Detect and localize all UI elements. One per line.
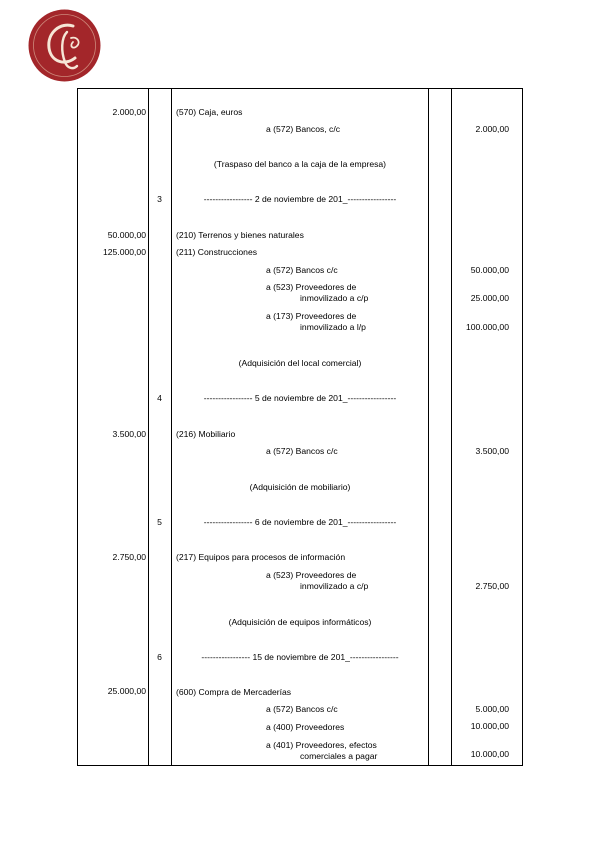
company-logo — [28, 9, 101, 82]
credit-account: a (572) Bancos c/c — [266, 446, 338, 456]
entry-description: (Traspaso del banco a la caja de la empr… — [213, 159, 387, 169]
journal-table: 2.000,00 (570) Caja, euros a (572) Banco… — [77, 88, 523, 766]
credit-account: a (523) Proveedores de — [266, 570, 357, 580]
credit-account-line2: inmovilizado a c/p — [300, 293, 369, 303]
entry-number: 5 — [157, 517, 162, 527]
debit-account: (570) Caja, euros — [176, 107, 243, 117]
column-divider — [171, 89, 172, 765]
credit-account-line2: inmovilizado a l/p — [300, 322, 366, 332]
debit-amount: 2.750,00 — [112, 552, 146, 562]
column-divider — [428, 89, 429, 765]
debit-amount: 25.000,00 — [107, 686, 146, 696]
entry-date-header: ----------------- 5 de noviembre de 201_… — [203, 393, 397, 403]
credit-amount: 10.000,00 — [470, 721, 509, 731]
credit-amount: 2.000,00 — [475, 124, 509, 134]
credit-amount: 10.000,00 — [470, 749, 509, 759]
credit-amount: 5.000,00 — [475, 704, 509, 714]
debit-account: (216) Mobiliario — [176, 429, 236, 439]
debit-amount: 50.000,00 — [107, 230, 146, 240]
credit-account-line2: comerciales a pagar — [300, 751, 378, 761]
debit-amount: 125.000,00 — [102, 247, 146, 257]
credit-amount: 3.500,00 — [475, 446, 509, 456]
credit-account: a (401) Proveedores, efectos — [266, 740, 377, 750]
debit-amount: 2.000,00 — [112, 107, 146, 117]
credit-account: a (400) Proveedores — [266, 722, 345, 732]
credit-amount: 2.750,00 — [475, 581, 509, 591]
debit-account: (600) Compra de Mercaderías — [176, 687, 292, 697]
credit-account: a (572) Bancos c/c — [266, 704, 338, 714]
entry-date-header: ----------------- 2 de noviembre de 201_… — [203, 194, 397, 204]
credit-account: a (173) Proveedores de — [266, 311, 357, 321]
entry-description: (Adquisición de equipos informáticos) — [228, 617, 372, 627]
debit-amount: 3.500,00 — [112, 429, 146, 439]
debit-account: (217) Equipos para procesos de informaci… — [176, 552, 346, 562]
entry-number: 6 — [157, 652, 162, 662]
credit-account: a (523) Proveedores de — [266, 282, 357, 292]
credit-amount: 50.000,00 — [470, 265, 509, 275]
debit-account: (210) Terrenos y bienes naturales — [176, 230, 304, 240]
entry-date-header: ----------------- 15 de noviembre de 201… — [201, 652, 399, 662]
entry-description: (Adquisición de mobiliario) — [249, 482, 351, 492]
debit-account: (211) Construcciones — [176, 247, 258, 257]
credit-amount: 25.000,00 — [470, 293, 509, 303]
credit-account: a (572) Bancos, c/c — [266, 124, 341, 134]
entry-number: 3 — [157, 194, 162, 204]
entry-date-header: ----------------- 6 de noviembre de 201_… — [203, 517, 397, 527]
entry-number: 4 — [157, 393, 162, 403]
credit-account: a (572) Bancos c/c — [266, 265, 338, 275]
credit-account-line2: inmovilizado a c/p — [300, 581, 369, 591]
column-divider — [148, 89, 149, 765]
column-divider — [451, 89, 452, 765]
credit-amount: 100.000,00 — [465, 322, 509, 332]
entry-description: (Adquisición del local comercial) — [238, 358, 362, 368]
